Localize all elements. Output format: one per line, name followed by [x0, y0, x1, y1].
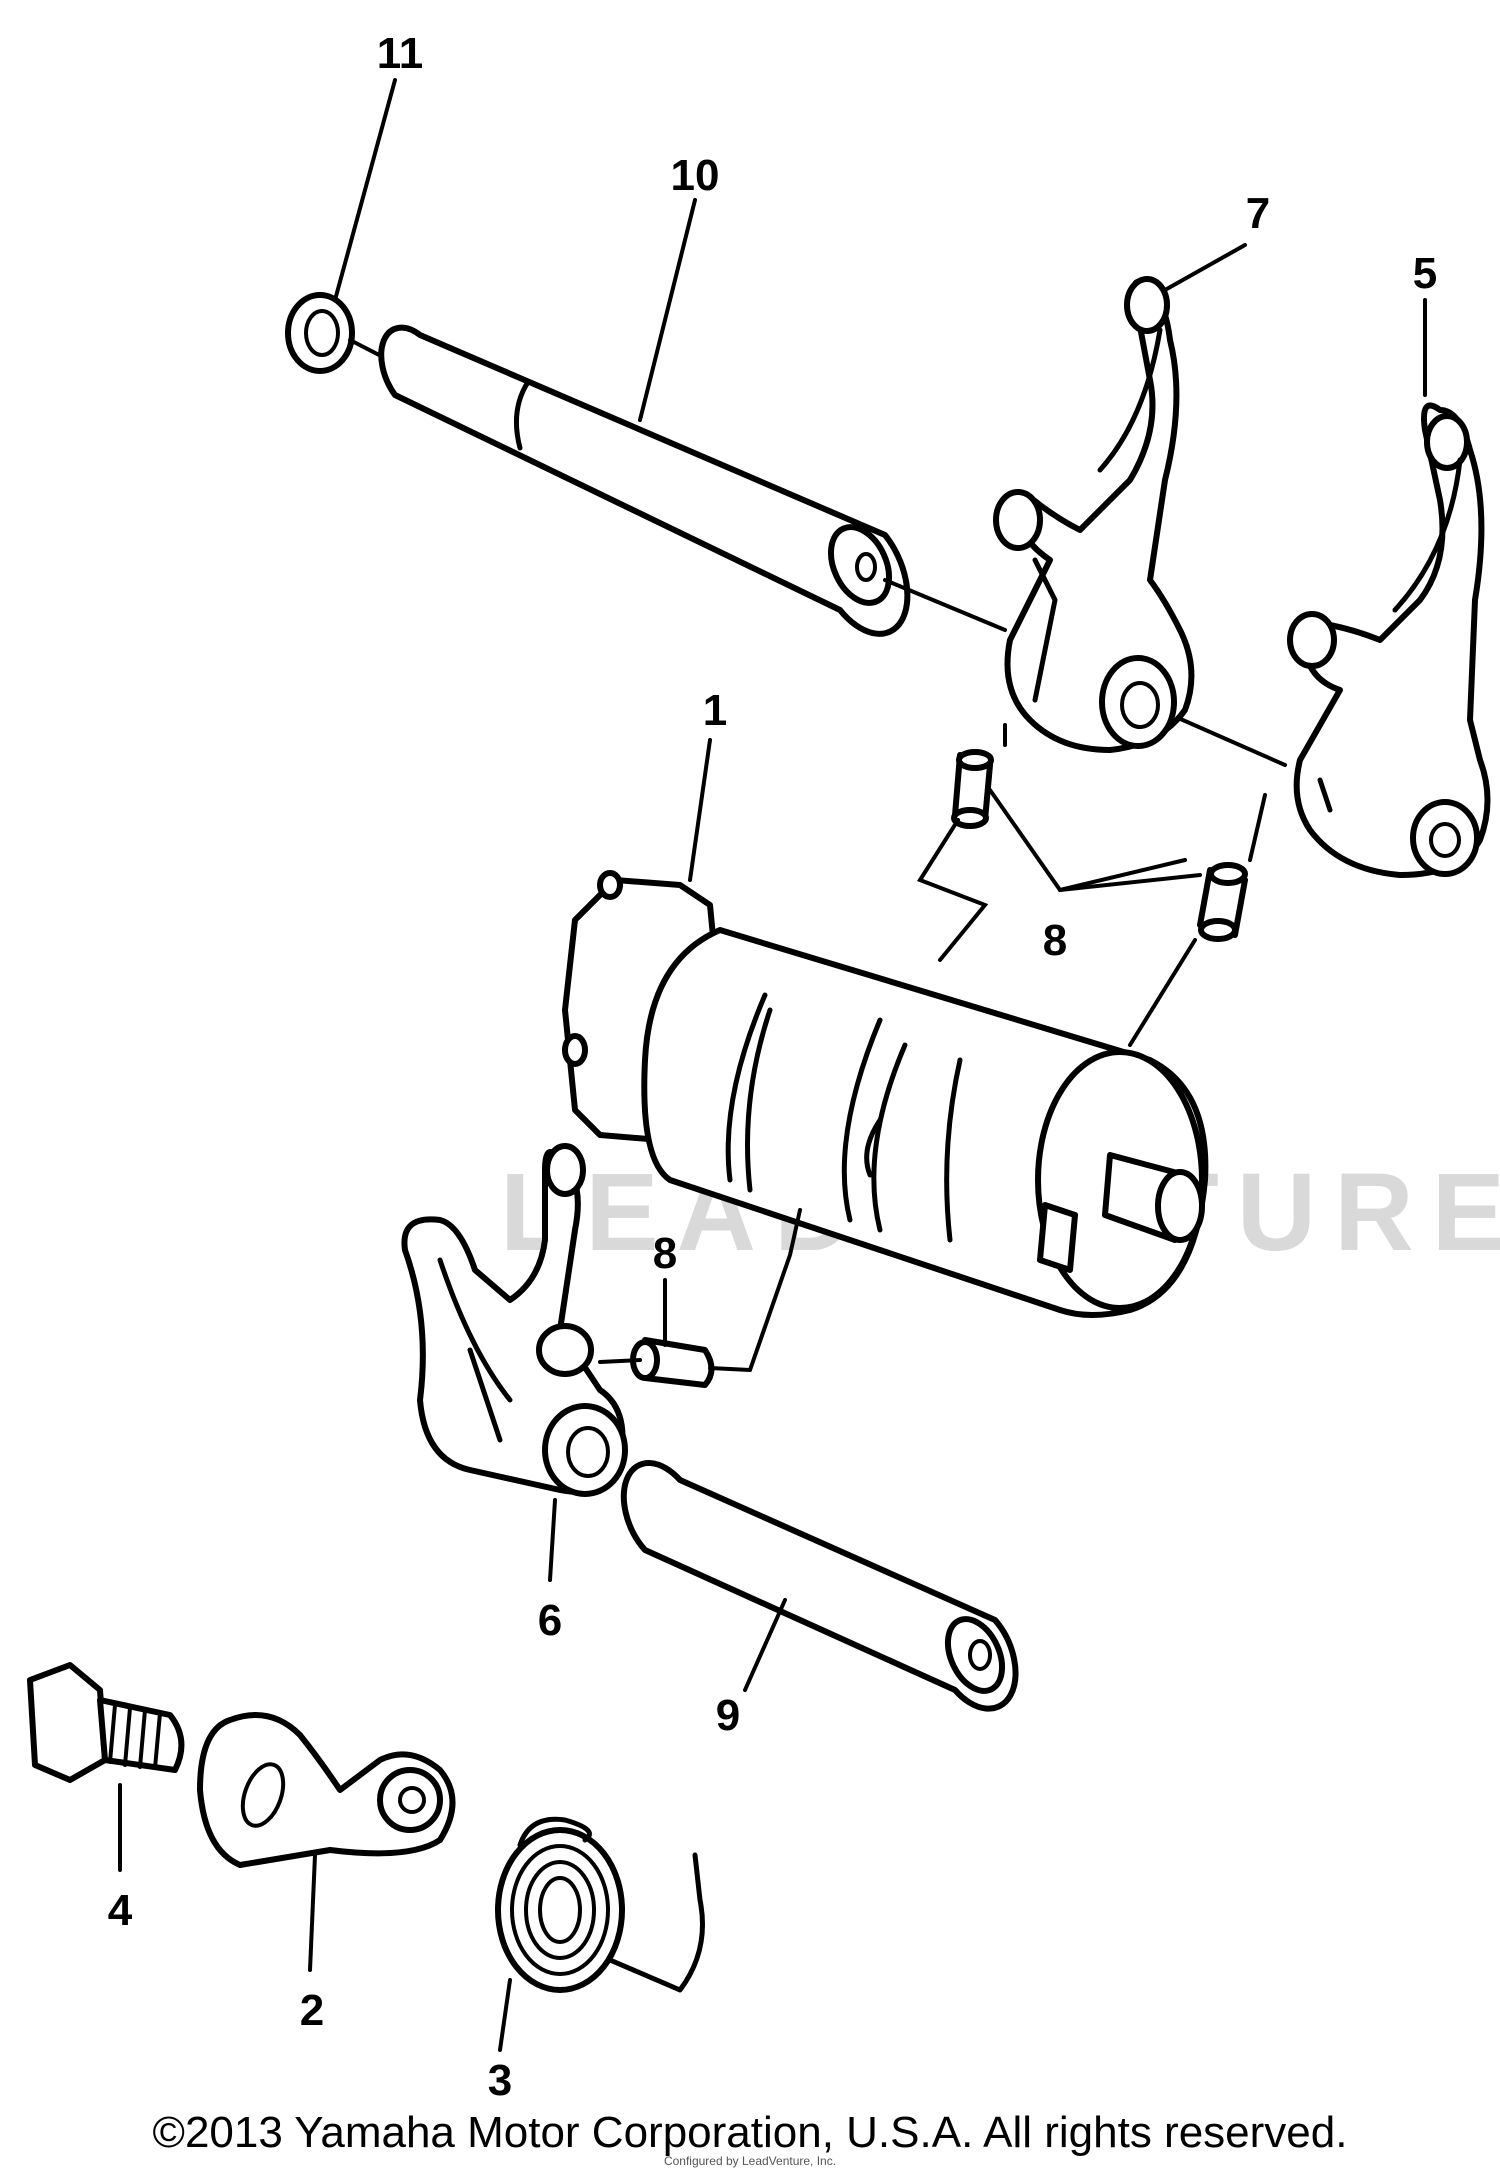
callout-2: 2	[300, 1986, 324, 2035]
stopper-lever-part-2[interactable]	[197, 1712, 456, 1868]
configured-by-note: Configured by LeadVenture, Inc.	[663, 2154, 837, 2168]
shift-fork-part-7[interactable]	[993, 276, 1195, 753]
copyright-notice: ©2013 Yamaha Motor Corporation, U.S.A. A…	[152, 2108, 1348, 2157]
callout-4: 4	[108, 1886, 133, 1935]
callout-8-upper: 8	[1043, 916, 1067, 965]
callout-8-lower: 8	[653, 1229, 677, 1278]
callout-7: 7	[1246, 189, 1270, 238]
shift-fork-part-5[interactable]	[1287, 402, 1491, 878]
torsion-spring-part-3[interactable]	[495, 1816, 705, 1993]
circlip-part-11[interactable]	[285, 292, 387, 374]
callout-5: 5	[1413, 249, 1437, 298]
shift-fork-part-6[interactable]	[401, 1143, 628, 1497]
bolt-part-4[interactable]	[27, 1662, 185, 1783]
parts-diagram: LEADVENTURE	[27, 29, 1500, 2100]
shift-fork-guide-bar-part-9[interactable]	[620, 1459, 1019, 1712]
callout-10: 10	[671, 151, 720, 200]
callout-6: 6	[538, 1596, 562, 1645]
callout-1: 1	[703, 686, 727, 735]
callout-11: 11	[377, 29, 424, 78]
callout-leader-lines	[118, 78, 1427, 2052]
shift-cam-part-1[interactable]	[562, 870, 1209, 1318]
callout-9: 9	[716, 1691, 740, 1740]
guide-pin-part-8-b[interactable]	[1197, 862, 1248, 942]
guide-pin-part-8-a[interactable]	[951, 749, 994, 829]
callout-3: 3	[488, 2056, 512, 2100]
callout-labels: 11 10 7 5 1 8 8 6 9 4 2 3	[108, 29, 1437, 2100]
guide-pin-part-8-c[interactable]	[598, 1208, 802, 1388]
